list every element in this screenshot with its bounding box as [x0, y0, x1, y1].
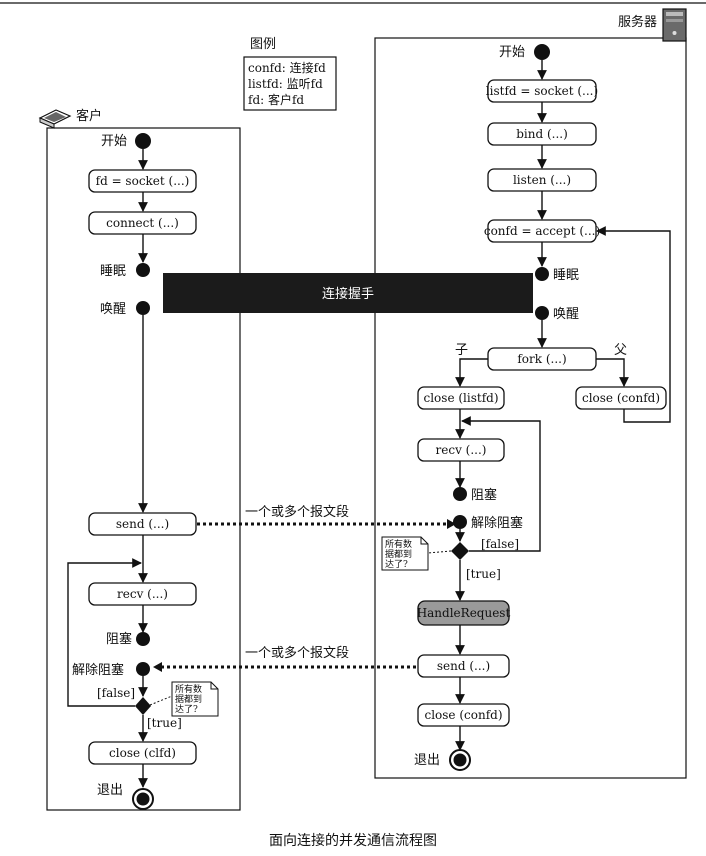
server-sleep-label: 睡眠 — [553, 268, 579, 283]
client-false-guard: [false] — [97, 686, 135, 700]
server-tower-icon — [662, 8, 687, 42]
client-wake-label: 唤醒 — [100, 302, 126, 317]
server-sleep-node — [535, 267, 549, 281]
server-true-guard: [true] — [466, 567, 501, 581]
client-start-label: 开始 — [101, 134, 127, 149]
legend-title: 图例 — [250, 37, 276, 52]
legend-box: confd: 连接fd listfd: 监听fd fd: 客户fd — [243, 56, 337, 111]
legend-line: listfd: 监听fd — [248, 77, 323, 91]
svg-text:据都到: 据都到 — [385, 548, 412, 560]
client-block-label: 阻塞 — [106, 631, 132, 647]
client-send-step: send (...) — [88, 512, 197, 536]
client-title: 客户 — [76, 108, 102, 124]
svg-text:send (...): send (...) — [116, 517, 169, 531]
fork-parent-label: 父 — [614, 343, 627, 358]
svg-text:连接握手: 连接握手 — [322, 286, 374, 302]
svg-text:fd = socket (...): fd = socket (...) — [96, 174, 190, 188]
server-handle-request-step: HandleRequest — [417, 600, 511, 626]
svg-text:close (confd): close (confd) — [582, 391, 660, 405]
svg-text:close (listfd): close (listfd) — [424, 391, 499, 405]
server-recv-step: recv (...) — [417, 438, 505, 462]
server-listen-step: listen (...) — [487, 168, 597, 192]
client-start-node — [135, 133, 151, 149]
svg-text:HandleRequest: HandleRequest — [417, 606, 511, 620]
server-lane: 服务器 — [374, 8, 687, 779]
server-close-confd-step: close (confd) — [417, 703, 510, 727]
svg-text:所有数: 所有数 — [385, 538, 412, 550]
svg-text:达了?: 达了? — [175, 703, 198, 715]
legend-line: fd: 客户fd — [248, 92, 304, 107]
client-exit-label: 退出 — [97, 783, 123, 798]
svg-text:达了?: 达了? — [385, 558, 408, 570]
svg-text:close (clfd): close (clfd) — [109, 746, 176, 760]
server-false-guard: [false] — [481, 537, 519, 551]
server-close-listfd-step: close (listfd) — [417, 386, 505, 410]
client-socket-step: fd = socket (...) — [88, 169, 197, 193]
server-title: 服务器 — [618, 14, 657, 30]
svg-text:recv (...): recv (...) — [436, 443, 487, 457]
figure-caption: 面向连接的并发通信流程图 — [269, 832, 437, 849]
client-close-step: close (clfd) — [88, 741, 197, 765]
server-parent-close-confd-step: close (confd) — [575, 386, 667, 410]
client-decision-diamond — [135, 697, 151, 715]
server-block-label: 阻塞 — [471, 487, 497, 503]
server-exit-label: 退出 — [414, 753, 440, 768]
server-accept-step: confd = accept (...) — [484, 219, 600, 243]
server-unblock-label: 解除阻塞 — [471, 515, 523, 531]
legend-line: confd: 连接fd — [248, 60, 326, 75]
server-wake-label: 唤醒 — [553, 307, 579, 322]
server-unblock-node — [453, 515, 467, 529]
svg-text:所有数: 所有数 — [175, 683, 202, 695]
handshake-bar: 连接握手 — [163, 273, 533, 313]
laptop-icon — [38, 109, 72, 129]
server-listfd-socket-step: listfd = socket (...) — [486, 79, 598, 103]
client-connect-step: connect (...) — [88, 211, 197, 235]
svg-text:connect (...): connect (...) — [106, 216, 179, 230]
svg-text:bind (...): bind (...) — [516, 127, 568, 141]
svg-text:recv (...): recv (...) — [117, 587, 168, 601]
server-bind-step: bind (...) — [487, 122, 597, 146]
server-block-node — [453, 487, 467, 501]
server-start-node — [534, 44, 550, 60]
client-end-node — [132, 788, 154, 810]
client-recv-step: recv (...) — [88, 582, 197, 606]
server-decision-diamond — [451, 542, 469, 560]
client-note: 所有数 据都到 达了? — [171, 681, 219, 717]
svg-text:close (confd): close (confd) — [424, 708, 502, 722]
client-unblock-label: 解除阻塞 — [72, 662, 124, 678]
fork-child-label: 子 — [455, 343, 468, 358]
client-block-node — [136, 632, 150, 646]
server-end-node — [449, 749, 471, 771]
server-wake-node — [535, 306, 549, 320]
svg-text:send (...): send (...) — [437, 659, 490, 673]
client-sleep-node — [136, 263, 150, 277]
client-lane: 客户 — [38, 108, 241, 811]
server-note: 所有数 据都到 达了? — [381, 536, 429, 571]
client-true-guard: [true] — [147, 716, 182, 730]
svg-text:据都到: 据都到 — [175, 693, 202, 705]
message-label-to-client: 一个或多个报文段 — [245, 645, 349, 661]
client-wake-node — [136, 301, 150, 315]
svg-text:confd = accept (...): confd = accept (...) — [484, 224, 600, 238]
svg-text:fork (...): fork (...) — [517, 352, 566, 366]
server-fork-step: fork (...) — [487, 347, 597, 371]
server-start-label: 开始 — [499, 45, 525, 60]
client-sleep-label: 睡眠 — [100, 264, 126, 279]
server-send-step: send (...) — [417, 654, 510, 678]
message-label-to-server: 一个或多个报文段 — [245, 504, 349, 520]
svg-text:listfd = socket (...): listfd = socket (...) — [486, 84, 598, 98]
svg-text:listen (...): listen (...) — [513, 173, 571, 187]
client-unblock-node — [136, 662, 150, 676]
